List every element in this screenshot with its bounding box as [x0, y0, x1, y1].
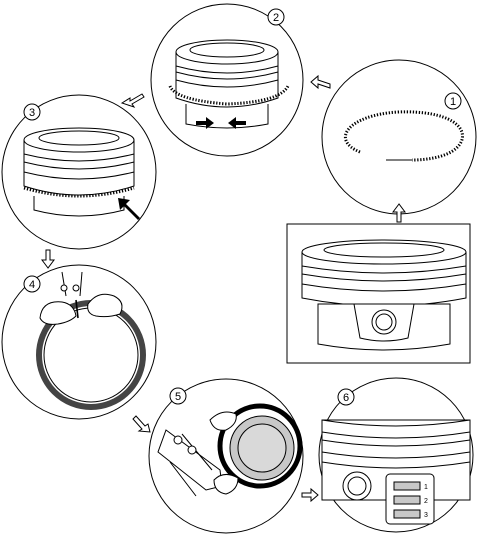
ref-pin-bore-inner [375, 313, 393, 331]
push-arrow-left [228, 117, 246, 129]
piston-top-3 [23, 127, 135, 153]
flow-arrows [41, 74, 406, 503]
ring-groove-3 [175, 79, 279, 88]
arrow-step5-to-step6 [301, 487, 319, 503]
pliers-jaw-left [39, 301, 77, 325]
arrow-step2-to-step3 [120, 93, 145, 108]
piston-bowl-3 [38, 130, 120, 146]
step-5-panel: 5 [148, 378, 304, 534]
piston-skirt-3 [33, 196, 125, 217]
gauge-label-2: 2 [424, 498, 428, 505]
install-pliers-pivot-1 [173, 435, 183, 445]
ring-groove-2 [175, 71, 279, 80]
arrow-step1-to-step2 [310, 74, 331, 90]
step-3-badge [23, 103, 41, 121]
piston-skirt [185, 104, 269, 129]
push-arrow-right [196, 117, 214, 129]
install-pliers-pivot-2 [187, 445, 197, 455]
gauge-label-3: 3 [424, 512, 428, 519]
piston-6-ring-2 [321, 439, 471, 447]
step-4-badge [23, 275, 41, 293]
ring-on-piston [217, 403, 303, 489]
arrow-box-to-step1 [392, 203, 406, 223]
install-pliers-body [157, 429, 223, 491]
step-1-number: 1 [450, 96, 456, 108]
pliers-pivot-1 [60, 284, 68, 292]
gauge-label-1: 1 [424, 484, 428, 491]
ref-piston-bowl [323, 242, 445, 258]
pliers-handles [61, 271, 83, 297]
step-4-panel: 4 [1, 264, 157, 420]
pliers-pivot-2 [72, 284, 80, 292]
piston-6-ring-1 [321, 431, 471, 439]
step-6-badge [337, 388, 355, 406]
ref-piston-top [301, 239, 467, 265]
step-2-number: 2 [273, 12, 279, 24]
expander-on-piston [168, 85, 290, 106]
piston-top [175, 39, 279, 65]
gauge-slot-2 [393, 495, 421, 505]
step-2-panel: 2 [150, 3, 304, 157]
step-1-badge [444, 92, 462, 110]
piston-bowl-top-view [237, 423, 287, 473]
ring-groove-1 [175, 65, 279, 74]
ring-groove-3-3 [23, 171, 135, 180]
ref-groove-1 [301, 265, 467, 274]
gauge-slot-1 [393, 481, 421, 491]
expander-ring [344, 110, 464, 162]
ref-groove-3 [301, 283, 467, 292]
piston-6-pin-boss [342, 471, 372, 501]
step-1-panel: 1 [321, 59, 477, 215]
ring-gap-mark [75, 299, 79, 319]
step-5-number: 5 [175, 391, 181, 403]
reference-piston-box [286, 223, 471, 364]
step-5-badge [169, 387, 187, 405]
gauge-slot-3 [393, 509, 421, 519]
step-6-panel: 1 2 3 6 [318, 377, 474, 533]
arrow-step4-to-step5 [132, 415, 151, 433]
piston-6-pin-bore [347, 476, 367, 496]
install-pliers-lines [169, 433, 213, 497]
expander-compressed [23, 186, 135, 198]
step-6-number: 6 [343, 392, 349, 404]
piston-bowl [189, 42, 265, 58]
piston-6-ring-4 [321, 461, 471, 469]
pliers-jaw-right [87, 293, 123, 318]
ref-pin-boss [353, 303, 415, 342]
step-2-badge [267, 8, 285, 26]
press-arrow [118, 198, 140, 220]
ring-groove-3-1 [23, 153, 135, 162]
piston-6-top [321, 419, 471, 427]
install-pliers-jaw [209, 411, 237, 431]
ref-groove-2 [301, 273, 467, 282]
arrow-step3-to-step4 [41, 249, 55, 269]
step-3-panel: 3 [1, 94, 157, 250]
step-3-number: 3 [29, 107, 35, 119]
install-pliers-jaw-lower [213, 474, 239, 495]
piston-6-ring-3 [321, 451, 471, 459]
ring-groove-3-2 [23, 161, 135, 170]
step-4-number: 4 [29, 279, 35, 291]
